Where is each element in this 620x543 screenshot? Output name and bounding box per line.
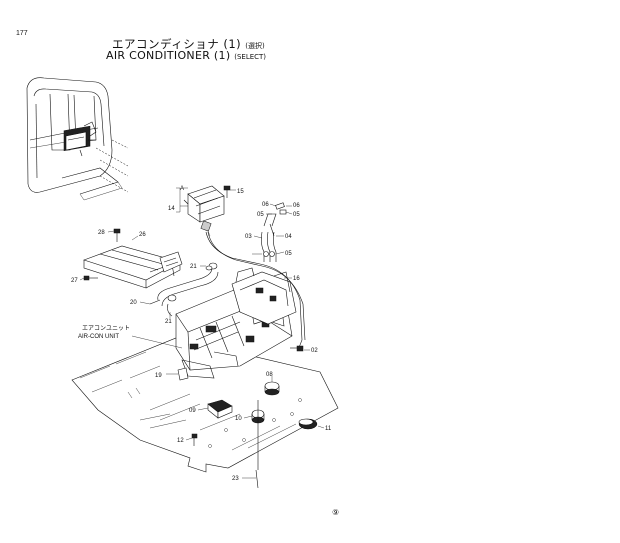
callout-12: 12 [177, 438, 184, 444]
callout-21a: 21 [190, 264, 197, 270]
bolt-12 [191, 433, 198, 446]
cab-unit-highlight [63, 121, 97, 157]
mount-08 [264, 381, 280, 396]
part-14-bracket [176, 185, 225, 223]
floor-plate [71, 337, 339, 473]
hose-03-04 [261, 202, 287, 262]
air-con-unit [175, 267, 297, 379]
title-english-main: AIR CONDITIONER (1) [106, 49, 231, 62]
callout-23: 23 [232, 476, 239, 482]
callout-05c: 05 [285, 251, 292, 257]
title-japanese-sub: (選択) [245, 42, 265, 50]
callout-26: 26 [139, 232, 146, 238]
footer-mark: ⑨ [332, 508, 340, 517]
callout-02: 02 [311, 348, 318, 354]
title-japanese: エアコンディショナ (1) (選択) [112, 36, 265, 52]
callout-06b: 06 [293, 203, 300, 209]
callout-15: 15 [237, 189, 244, 195]
callout-03: 03 [245, 234, 252, 240]
callout-08: 08 [266, 372, 273, 378]
callout-14: 14 [168, 206, 175, 212]
bolt-27 [83, 275, 98, 281]
title-japanese-main: エアコンディショナ (1) [112, 37, 242, 51]
callout-16: 16 [293, 276, 300, 282]
duct-26 [83, 245, 183, 289]
callout-09: 09 [189, 408, 196, 414]
title-english-sub: (SELECT) [234, 53, 267, 61]
callout-11: 11 [325, 426, 332, 432]
hose-20 [149, 262, 219, 317]
bolt-02 [290, 345, 304, 352]
title-english: AIR CONDITIONER (1) (SELECT) [106, 49, 266, 62]
callout-10: 10 [235, 416, 242, 422]
unit-label-english: AIR-CON UNIT [78, 334, 119, 340]
mount-09 [207, 399, 233, 419]
callout-21b: 21 [165, 319, 172, 325]
harness-16 [200, 220, 306, 351]
callout-04: 04 [285, 234, 292, 240]
machine-cab-sketch [26, 77, 129, 201]
callout-labels: A 14 15 06 06 05 05 03 04 05 16 28 26 27… [71, 186, 332, 482]
page-number: 177 [16, 30, 28, 37]
callout-27: 27 [71, 278, 78, 284]
callout-20: 20 [130, 300, 137, 306]
callout-05a: 05 [257, 212, 264, 218]
bolt-28 [113, 228, 121, 242]
detail-label-a: A [180, 186, 184, 192]
callout-06a: 06 [262, 202, 269, 208]
leader-lines [79, 187, 325, 479]
mount-11 [298, 418, 318, 430]
callout-05b: 05 [293, 212, 300, 218]
rod-23 [255, 400, 259, 489]
unit-label-japanese: エアコンユニット [82, 325, 130, 332]
clip-19 [177, 367, 189, 381]
callout-19: 19 [155, 373, 162, 379]
bolt-15 [223, 185, 231, 198]
callout-28: 28 [98, 230, 105, 236]
